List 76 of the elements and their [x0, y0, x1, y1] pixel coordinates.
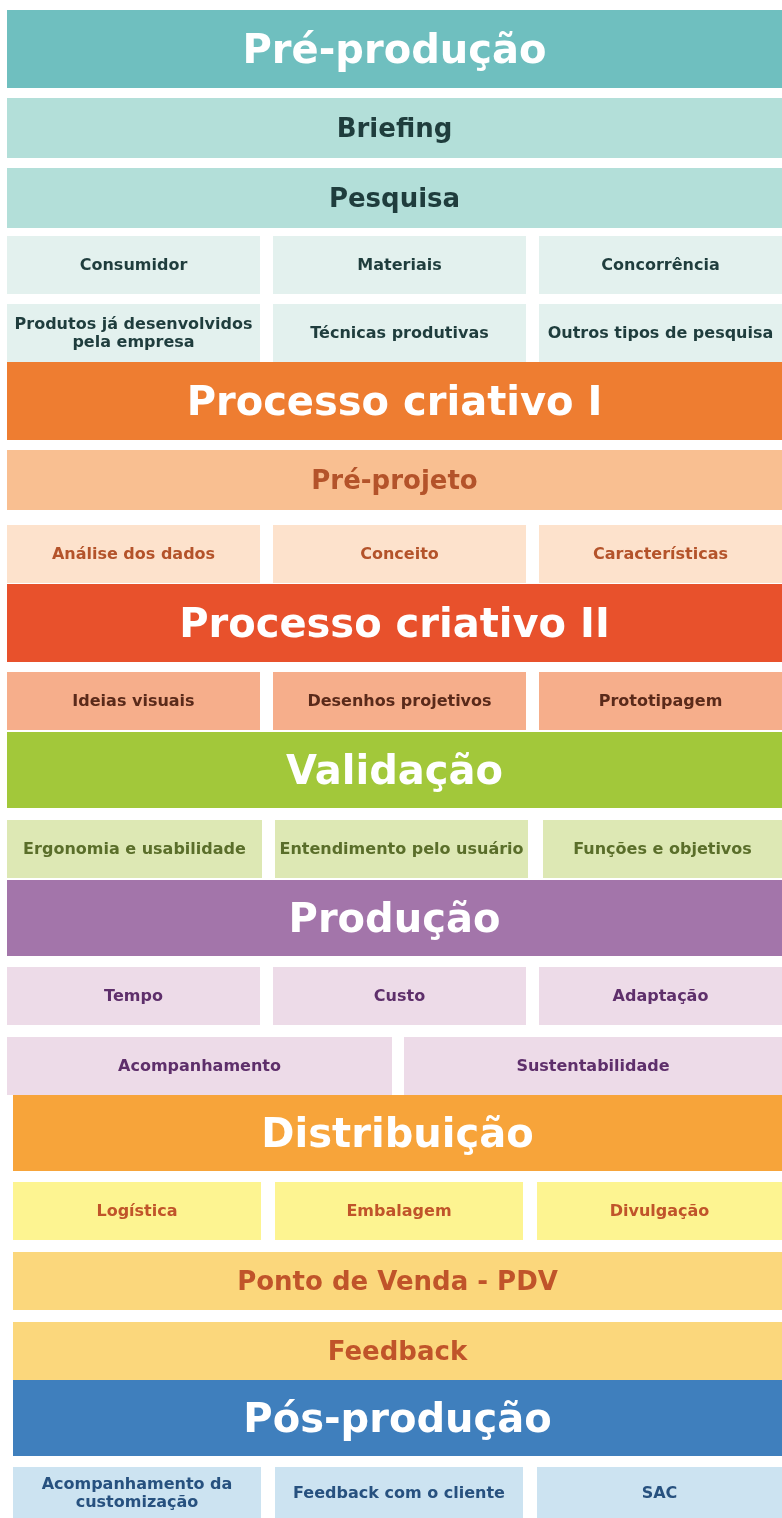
topic-label: Concorrência — [601, 256, 720, 274]
phase-title: Processo criativo II — [179, 601, 610, 645]
topic-box — [7, 236, 260, 294]
topic-box — [13, 1182, 261, 1240]
phase-title: Pós-produção — [243, 1396, 552, 1440]
topic-box — [275, 820, 528, 878]
topic-label: Técnicas produtivas — [310, 324, 489, 342]
stage-band — [7, 98, 782, 158]
topic-label: Conceito — [360, 545, 439, 563]
stage-band — [13, 1322, 782, 1380]
topic-box — [275, 1467, 523, 1518]
topic-box — [13, 1467, 261, 1518]
phase-band — [7, 880, 782, 956]
topic-box — [273, 304, 526, 362]
phase-band — [7, 10, 782, 88]
topic-label: Funções e objetivos — [573, 840, 752, 858]
phase-band — [7, 732, 782, 808]
stage-band — [7, 168, 782, 228]
topic-label: Custo — [373, 987, 426, 1005]
topic-box — [7, 1037, 392, 1095]
topic-label: Embalagem — [346, 1202, 452, 1220]
topic-box — [273, 967, 526, 1025]
topic-label: Características — [592, 545, 728, 563]
phase-title: Distribuição — [261, 1111, 534, 1155]
stage-title: Pré-projeto — [311, 465, 478, 495]
topic-box — [7, 967, 260, 1025]
topic-label: Divulgação — [609, 1202, 710, 1220]
topic-label: Adaptação — [612, 987, 709, 1005]
topic-label: Acompanhamento da customização — [40, 1474, 234, 1511]
topic-box — [273, 672, 526, 730]
topic-label: Feedback com o cliente — [293, 1483, 505, 1502]
topic-box — [539, 236, 782, 294]
topic-label: Acompanhamento — [118, 1057, 281, 1075]
topic-box — [7, 672, 260, 730]
topic-label: Materiais — [357, 256, 442, 274]
topic-label: Tempo — [104, 987, 163, 1005]
topic-box — [7, 525, 260, 583]
stage-title: Pesquisa — [328, 183, 461, 213]
topic-box — [539, 672, 782, 730]
topic-box — [539, 304, 782, 362]
topic-label: Análise dos dados — [51, 545, 216, 563]
topic-box — [273, 525, 526, 583]
stage-title: Ponto de Venda - PDV — [237, 1266, 558, 1296]
topic-label: Produtos já desenvolvidos pela empresa — [13, 315, 254, 351]
topic-label: Outros tipos de pesquisa — [547, 324, 774, 342]
topic-box — [537, 1182, 782, 1240]
topic-box — [7, 304, 260, 362]
topic-box — [539, 525, 782, 583]
phase-band — [13, 1380, 782, 1456]
topic-label: Logística — [96, 1202, 178, 1220]
topic-box — [539, 967, 782, 1025]
topic-label: Ergonomia e usabilidade — [23, 840, 246, 858]
topic-label: SAC — [641, 1483, 678, 1502]
topic-label: Ideias visuais — [72, 692, 195, 710]
topic-box — [273, 236, 526, 294]
phase-band — [7, 584, 782, 662]
phase-band — [7, 362, 782, 440]
topic-label: Consumidor — [79, 256, 188, 274]
stage-title: Feedback — [327, 1336, 468, 1366]
topic-box — [404, 1037, 782, 1095]
topic-label: Entendimento pelo usuário — [279, 840, 524, 858]
topic-box — [7, 820, 262, 878]
topic-label: Desenhos projetivos — [307, 692, 492, 710]
stage-band — [7, 450, 782, 510]
topic-box — [275, 1182, 523, 1240]
phase-title: Pré-produção — [242, 27, 547, 71]
stage-band — [13, 1252, 782, 1310]
topic-box — [543, 820, 782, 878]
phase-title: Validação — [286, 748, 503, 792]
topic-label: Prototipagem — [598, 692, 723, 710]
phase-band — [13, 1095, 782, 1171]
phase-title: Processo criativo I — [186, 379, 603, 423]
stage-title: Briefing — [336, 113, 453, 143]
topic-box — [537, 1467, 782, 1518]
topic-label: Sustentabilidade — [516, 1057, 670, 1075]
phase-title: Produção — [288, 896, 501, 940]
